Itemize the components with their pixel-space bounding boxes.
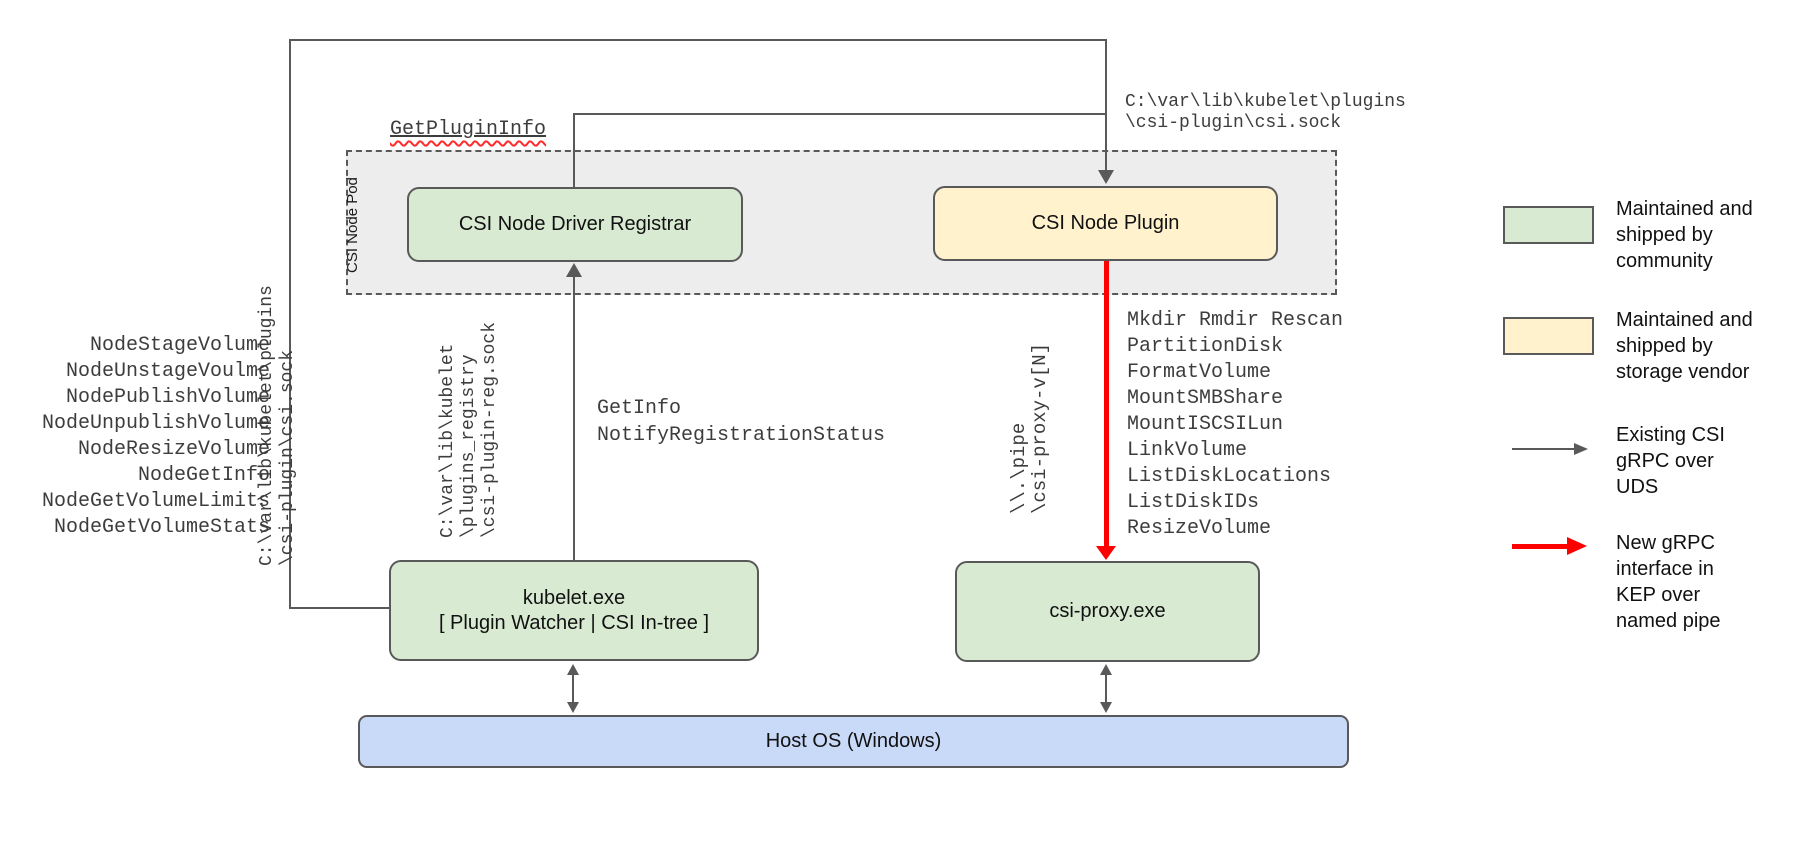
legend-uds-label: Existing CSI gRPC over UDS bbox=[1616, 424, 1725, 498]
legend-red-arrow-line bbox=[1512, 544, 1567, 549]
uds-loop-right-line bbox=[1105, 39, 1107, 171]
registration-sock-path-label: C:\var\lib\kubelet \plugins_registry \cs… bbox=[438, 321, 500, 538]
csi-sock-path-label: C:\var\lib\kubelet\plugins \csi-plugin\c… bbox=[1125, 92, 1406, 133]
named-pipe-line bbox=[1104, 260, 1109, 546]
registrar-arrowhead-icon bbox=[566, 263, 582, 277]
uds-loop-left-line bbox=[289, 39, 291, 609]
kubelet-hostos-down-arrowhead-icon bbox=[567, 702, 579, 713]
kubelet-hostos-up-arrowhead-icon bbox=[567, 664, 579, 675]
proxy-hostos-down-arrowhead-icon bbox=[1100, 702, 1112, 713]
kubelet-hostos-line bbox=[572, 673, 574, 704]
legend-gray-arrow-line bbox=[1512, 448, 1574, 450]
legend-community-swatch bbox=[1503, 206, 1594, 244]
getplugininfo-text: GetPluginInfo bbox=[390, 118, 547, 141]
named-pipe-path-label: \\.\pipe \csi-proxy-v[N] bbox=[1008, 342, 1051, 514]
uds-loop-kubelet-stub bbox=[289, 607, 390, 609]
registration-line bbox=[573, 277, 575, 560]
getplugininfo-label: GetPluginInfo bbox=[390, 118, 546, 141]
legend-community-label: Maintained and shipped by community bbox=[1616, 198, 1753, 272]
uds-loop-top-line bbox=[289, 39, 1107, 41]
legend-vendor-label: Maintained and shipped by storage vendor bbox=[1616, 309, 1753, 383]
proxy-hostos-line bbox=[1105, 673, 1107, 704]
getplugininfo-v-line bbox=[573, 113, 575, 188]
named-pipe-arrowhead-icon bbox=[1096, 546, 1116, 560]
legend-red-arrowhead-icon bbox=[1567, 537, 1587, 555]
host-os-box: Host OS (Windows) bbox=[358, 715, 1349, 768]
legend-named-pipe-label: New gRPC interface in KEP over named pip… bbox=[1616, 532, 1721, 632]
registration-calls-label: GetInfo NotifyRegistrationStatus bbox=[597, 397, 886, 447]
proxy-hostos-up-arrowhead-icon bbox=[1100, 664, 1112, 675]
legend-vendor-swatch bbox=[1503, 317, 1594, 355]
csi-node-pod-label: CSI Node Pod bbox=[344, 177, 361, 273]
legend-gray-arrowhead-icon bbox=[1574, 443, 1588, 455]
csi-node-driver-registrar-box: CSI Node Driver Registrar bbox=[407, 187, 743, 262]
csi-proxy-api-calls-list: Mkdir Rmdir Rescan PartitionDisk FormatV… bbox=[1127, 309, 1344, 540]
csi-node-plugin-box: CSI Node Plugin bbox=[933, 186, 1278, 261]
node-csi-calls-list: NodeStageVolume NodeUnstageVoulme NodePu… bbox=[41, 334, 270, 539]
getplugininfo-h-line bbox=[573, 113, 1107, 115]
kubelet-box: kubelet.exe [ Plugin Watcher | CSI In-tr… bbox=[389, 560, 759, 661]
csi-proxy-box: csi-proxy.exe bbox=[955, 561, 1260, 662]
plugin-arrowhead-icon bbox=[1098, 170, 1114, 184]
